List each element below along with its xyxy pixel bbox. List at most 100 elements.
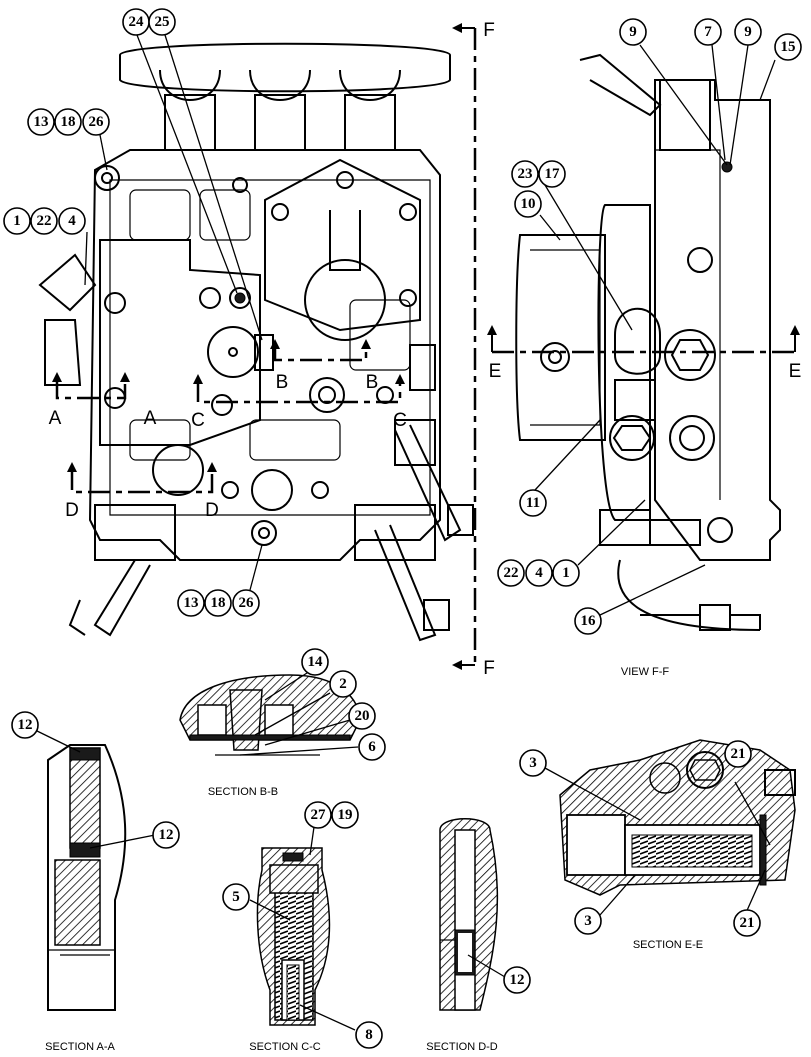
caption-section-bb: SECTION B-B <box>208 786 278 798</box>
label-c-right: C <box>393 410 407 431</box>
label-a-right: A <box>144 408 157 429</box>
section-line-e <box>487 325 800 354</box>
callout-12-aa-mid: 12 <box>152 821 180 849</box>
callout-27: 27 <box>304 801 332 829</box>
caption-section-cc: SECTION C-C <box>249 1041 321 1053</box>
label-e-right: E <box>789 361 802 382</box>
svg-text:5: 5 <box>232 889 240 905</box>
callout-1-right: 1 <box>552 559 580 587</box>
svg-text:15: 15 <box>781 39 796 55</box>
svg-text:22: 22 <box>37 213 52 229</box>
callout-2: 2 <box>329 670 357 698</box>
callout-12-aa-top: 12 <box>11 711 39 739</box>
svg-text:11: 11 <box>526 495 540 511</box>
callout-6: 6 <box>358 733 386 761</box>
svg-text:19: 19 <box>338 807 353 823</box>
callout-22-left: 22 <box>30 207 58 235</box>
callout-11: 11 <box>519 489 547 517</box>
callout-20: 20 <box>348 702 376 730</box>
callout-26-bottom: 26 <box>232 589 260 617</box>
callout-25: 25 <box>148 8 176 36</box>
section-cc <box>256 847 331 1026</box>
callout-5: 5 <box>222 883 250 911</box>
svg-text:3: 3 <box>529 755 537 771</box>
label-a-left: A <box>49 408 62 429</box>
callout-15: 15 <box>774 33 802 61</box>
svg-text:22: 22 <box>504 565 519 581</box>
caption-section-aa: SECTION A-A <box>45 1041 115 1053</box>
svg-text:13: 13 <box>34 114 49 130</box>
svg-text:1: 1 <box>13 213 21 229</box>
svg-text:26: 26 <box>239 595 255 611</box>
svg-text:8: 8 <box>365 1027 373 1043</box>
svg-text:3: 3 <box>584 913 592 929</box>
svg-text:16: 16 <box>581 613 597 629</box>
svg-text:10: 10 <box>521 196 536 212</box>
svg-text:4: 4 <box>68 213 76 229</box>
label-b-left: B <box>276 372 289 393</box>
main-view <box>38 42 474 642</box>
label-f-top: F <box>483 20 495 41</box>
view-ff <box>515 53 781 631</box>
svg-text:20: 20 <box>355 708 370 724</box>
callout-22-right: 22 <box>497 559 525 587</box>
callout-13-top: 13 <box>27 108 55 136</box>
svg-text:1: 1 <box>562 565 570 581</box>
leader-lines <box>34 34 776 1031</box>
label-e-left: E <box>489 361 502 382</box>
label-d-left: D <box>65 500 79 521</box>
section-dd <box>439 818 499 1011</box>
svg-text:18: 18 <box>61 114 76 130</box>
callout-7: 7 <box>694 18 722 46</box>
callout-4-left: 4 <box>58 207 86 235</box>
svg-text:12: 12 <box>18 717 33 733</box>
callout-12-dd: 12 <box>503 966 531 994</box>
callout-18-bottom: 18 <box>204 589 232 617</box>
svg-text:12: 12 <box>159 827 174 843</box>
svg-text:18: 18 <box>211 595 226 611</box>
label-b-right: B <box>366 372 379 393</box>
svg-text:4: 4 <box>535 565 543 581</box>
callout-3-top: 3 <box>519 749 547 777</box>
callout-18-top: 18 <box>54 108 82 136</box>
callout-1-left: 1 <box>3 207 31 235</box>
svg-text:27: 27 <box>311 807 327 823</box>
callout-23: 23 <box>511 160 539 188</box>
caption-section-ee: SECTION E-E <box>633 939 703 951</box>
callout-16: 16 <box>574 607 602 635</box>
callout-8: 8 <box>355 1021 383 1049</box>
section-aa <box>47 744 127 1011</box>
callout-14: 14 <box>301 648 329 676</box>
callout-24: 24 <box>122 8 150 36</box>
section-lines-main <box>52 23 477 670</box>
callout-9-left: 9 <box>619 18 647 46</box>
svg-text:2: 2 <box>339 676 347 692</box>
label-d-right: D <box>205 500 219 521</box>
caption-section-dd: SECTION D-D <box>426 1041 498 1053</box>
svg-text:9: 9 <box>744 24 752 40</box>
caption-view-ff: VIEW F-F <box>621 666 670 678</box>
callout-21-top: 21 <box>724 740 752 768</box>
callout-9-right: 9 <box>734 18 762 46</box>
svg-text:17: 17 <box>545 166 561 182</box>
callout-21-bottom: 21 <box>733 909 761 937</box>
callout-13-bottom: 13 <box>177 589 205 617</box>
label-c-left: C <box>191 410 205 431</box>
callout-17: 17 <box>538 160 566 188</box>
svg-text:12: 12 <box>510 972 525 988</box>
label-f-bottom: F <box>483 658 495 679</box>
svg-text:25: 25 <box>155 14 170 30</box>
svg-text:9: 9 <box>629 24 637 40</box>
callout-3-bottom: 3 <box>574 907 602 935</box>
callout-4-right: 4 <box>525 559 553 587</box>
svg-text:6: 6 <box>368 739 376 755</box>
svg-text:14: 14 <box>308 654 324 670</box>
svg-text:23: 23 <box>518 166 533 182</box>
callout-10: 10 <box>514 190 542 218</box>
callout-19: 19 <box>331 801 359 829</box>
svg-text:13: 13 <box>184 595 199 611</box>
svg-text:24: 24 <box>129 14 145 30</box>
callout-26-top: 26 <box>82 108 110 136</box>
svg-text:26: 26 <box>89 114 105 130</box>
